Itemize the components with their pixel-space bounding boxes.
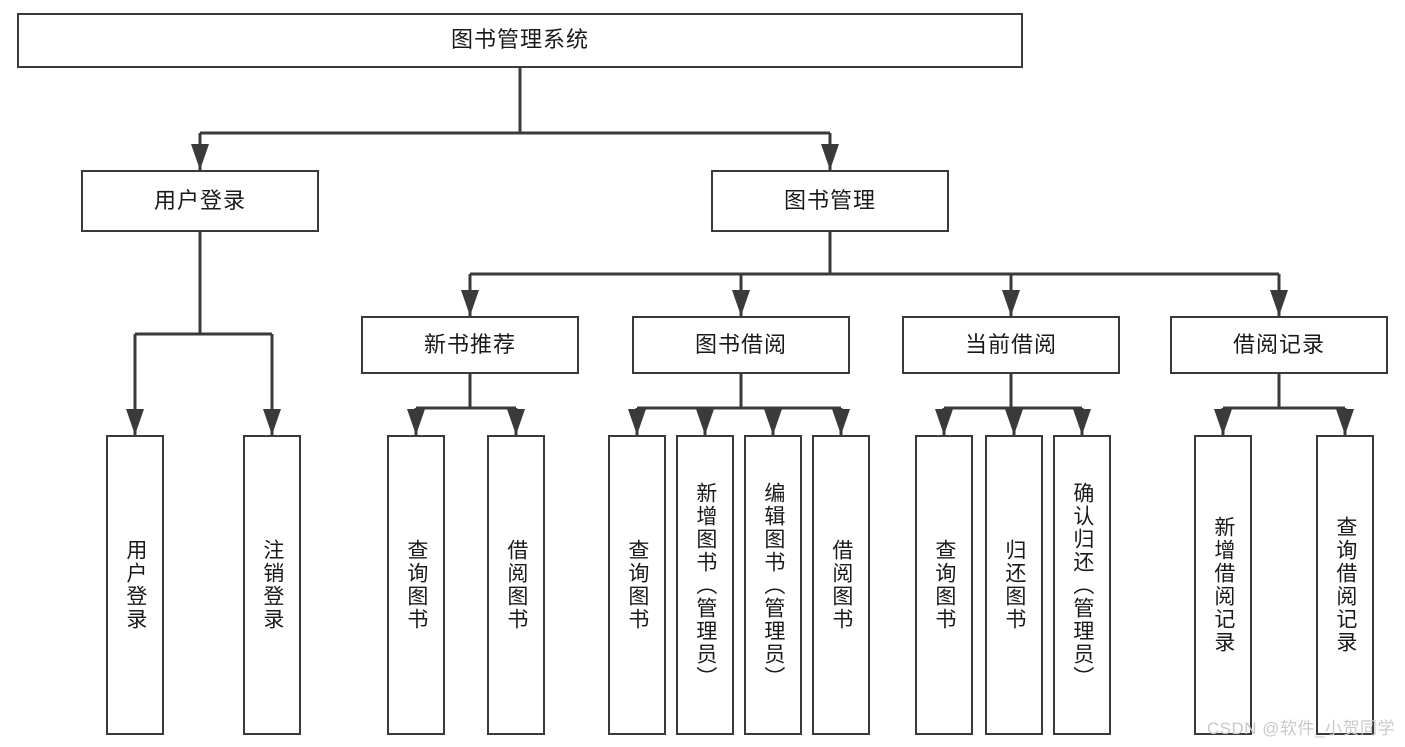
connector-arrowhead [461, 290, 479, 316]
node-recommend-borrow-book[interactable]: 借阅图书 [487, 435, 545, 735]
node-borrow-query-book[interactable]: 查询图书 [608, 435, 666, 735]
node-label: 归还图书 [1002, 539, 1026, 631]
node-book-borrow[interactable]: 图书借阅 [632, 316, 850, 374]
connector-arrowhead [126, 409, 144, 435]
node-borrow-edit-book[interactable]: 编辑图书（管理员） [744, 435, 802, 735]
node-label: 图书管理 [783, 187, 876, 213]
connector-arrowhead [507, 409, 525, 435]
node-label: 用户登录 [153, 187, 246, 213]
connector-arrowhead [696, 409, 714, 435]
node-label: 图书借阅 [694, 331, 787, 357]
node-label: 查询借阅记录 [1333, 516, 1357, 654]
node-root[interactable]: 图书管理系统 [17, 13, 1023, 68]
node-new-book-recommend[interactable]: 新书推荐 [361, 316, 579, 374]
node-label: 确认归还（管理员） [1070, 481, 1094, 689]
node-current-borrow[interactable]: 当前借阅 [902, 316, 1120, 374]
node-borrow-records[interactable]: 借阅记录 [1170, 316, 1388, 374]
node-label: 借阅图书 [504, 539, 528, 631]
connector-arrowhead [1336, 409, 1354, 435]
node-borrow-add-book[interactable]: 新增图书（管理员） [676, 435, 734, 735]
node-record-query[interactable]: 查询借阅记录 [1316, 435, 1374, 735]
connector-arrowhead [407, 409, 425, 435]
node-borrow-borrow-book[interactable]: 借阅图书 [812, 435, 870, 735]
connector-arrowhead [832, 409, 850, 435]
node-label: 查询图书 [625, 539, 649, 631]
connector-arrowhead [191, 144, 209, 170]
node-label: 新增借阅记录 [1211, 516, 1235, 654]
connector-arrowhead [1270, 290, 1288, 316]
node-label: 借阅记录 [1232, 331, 1325, 357]
connector-arrowhead [821, 144, 839, 170]
node-label: 查询图书 [932, 539, 956, 631]
node-label: 查询图书 [404, 539, 428, 631]
connector-arrowhead [732, 290, 750, 316]
connector-arrowhead [628, 409, 646, 435]
node-label: 新书推荐 [423, 331, 516, 357]
node-label: 当前借阅 [964, 331, 1057, 357]
node-user-logout[interactable]: 注销登录 [243, 435, 301, 735]
node-label: 用户登录 [123, 539, 147, 631]
connector-arrowhead [1073, 409, 1091, 435]
node-user-login[interactable]: 用户登录 [81, 170, 319, 232]
node-label: 新增图书（管理员） [693, 481, 717, 689]
node-recommend-query-book[interactable]: 查询图书 [387, 435, 445, 735]
node-current-confirm-return[interactable]: 确认归还（管理员） [1053, 435, 1111, 735]
node-label: 注销登录 [260, 539, 284, 631]
connector-arrowhead [1005, 409, 1023, 435]
node-record-add[interactable]: 新增借阅记录 [1194, 435, 1252, 735]
watermark-label: CSDN @软件_小贺同学 [1206, 719, 1395, 738]
connector-arrowhead [263, 409, 281, 435]
node-label: 借阅图书 [829, 539, 853, 631]
node-label: 编辑图书（管理员） [761, 481, 785, 689]
connector-arrowhead [1214, 409, 1232, 435]
node-user-login-do[interactable]: 用户登录 [106, 435, 164, 735]
node-book-management[interactable]: 图书管理 [711, 170, 949, 232]
node-current-query-book[interactable]: 查询图书 [915, 435, 973, 735]
node-label: 图书管理系统 [450, 27, 589, 53]
connector-arrowhead [764, 409, 782, 435]
connector-arrowhead [935, 409, 953, 435]
connector-arrowhead [1002, 290, 1020, 316]
node-current-return-book[interactable]: 归还图书 [985, 435, 1043, 735]
